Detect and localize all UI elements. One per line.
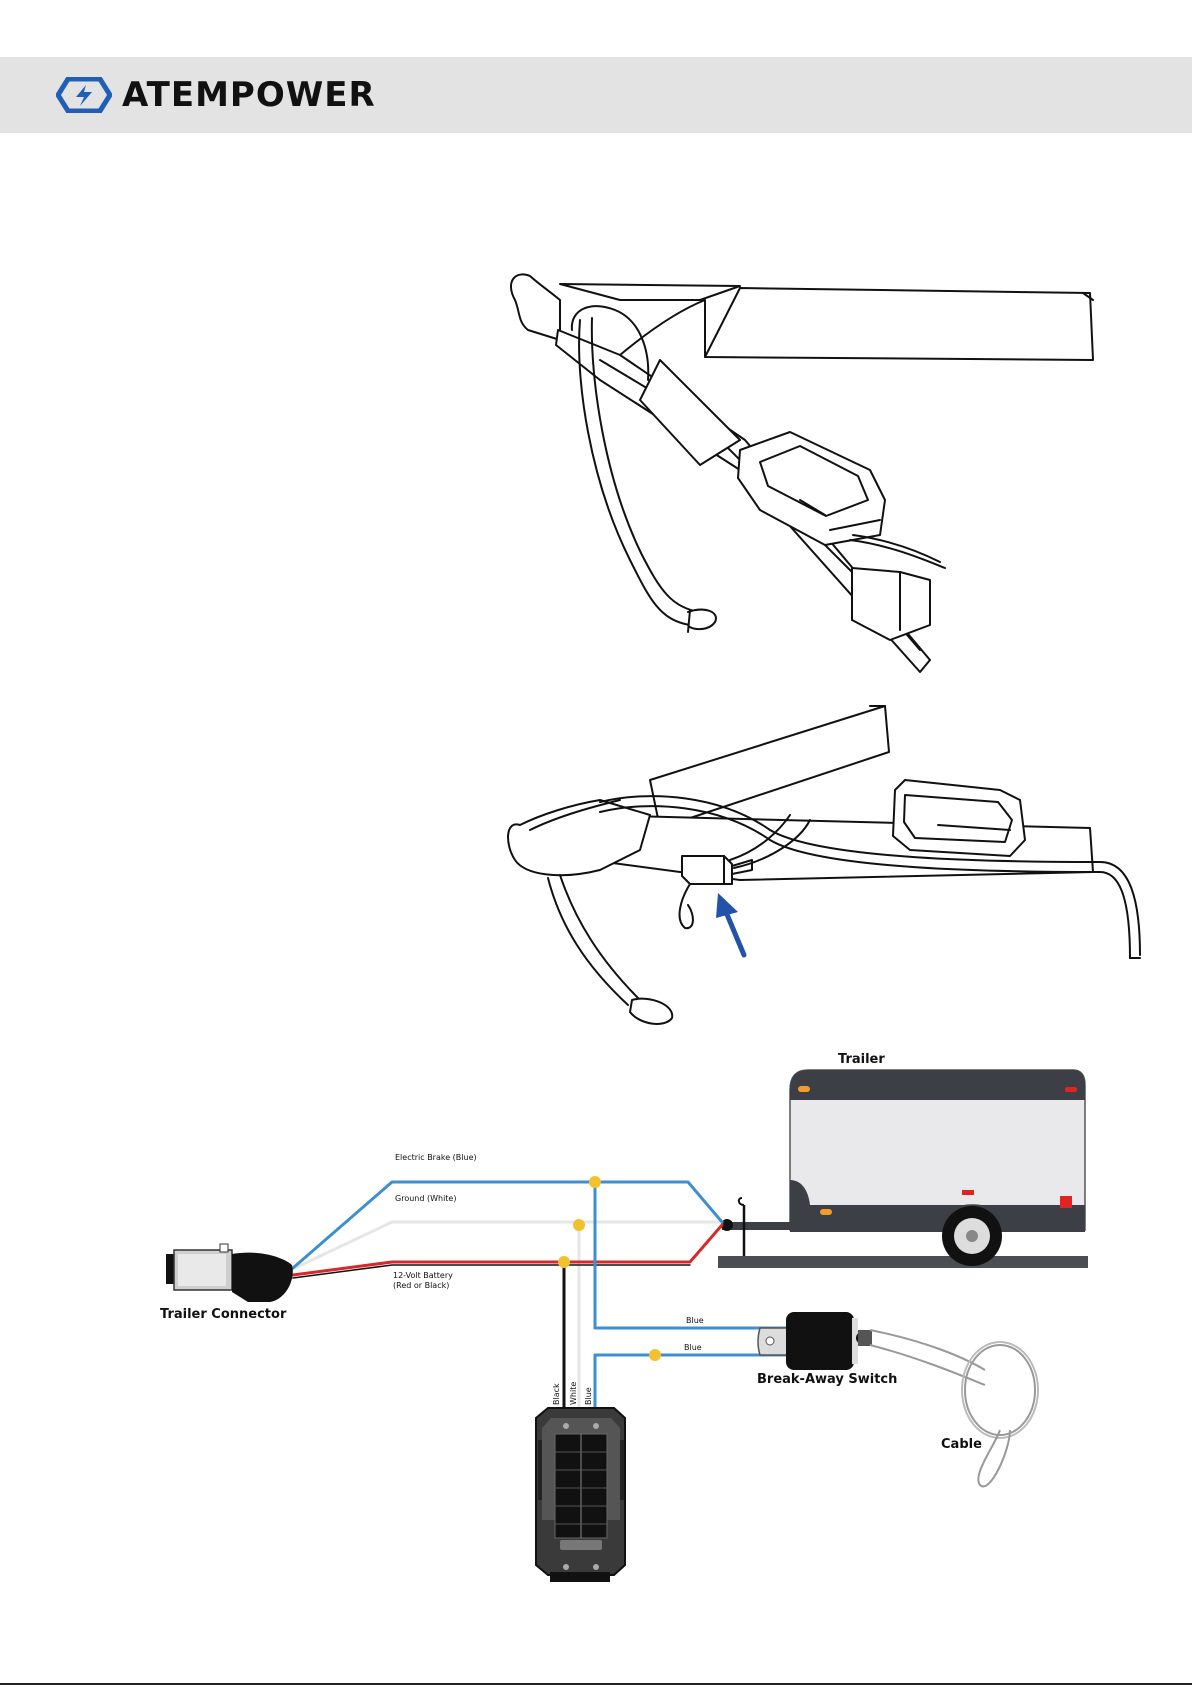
black-lead-label: Black [552, 1383, 561, 1405]
blue-lower-wire-label: Blue [684, 1343, 702, 1352]
trailer-connector-label: Trailer Connector [160, 1307, 287, 1322]
breakaway-switch-label: Break-Away Switch [757, 1372, 897, 1387]
connection-arrow-icon [716, 893, 744, 955]
junction-dot [558, 1256, 570, 1268]
wiring-diagram: Trailer Electric Brake (Blue) Ground (Wh… [160, 1052, 1088, 1582]
trailer-label: Trailer [838, 1052, 885, 1067]
cable-label: Cable [941, 1437, 982, 1452]
tongue-illustration-top [511, 274, 1093, 672]
electric-brake-wire-label: Electric Brake (Blue) [395, 1153, 477, 1162]
battery-wire-label: 12-Volt Battery [393, 1271, 453, 1280]
junction-dot [649, 1349, 661, 1361]
battery-wire-sublabel: (Red or Black) [393, 1281, 449, 1290]
junction-dot [573, 1219, 585, 1231]
blue-upper-wire-label: Blue [686, 1316, 704, 1325]
power-unit-graphic [536, 1408, 625, 1582]
trailer-connector-graphic [166, 1244, 293, 1302]
blue-lead-label: Blue [584, 1387, 593, 1405]
junction-dot [589, 1176, 601, 1188]
white-lead-label: White [569, 1382, 578, 1405]
ground-strip [718, 1256, 1088, 1268]
breakaway-switch-graphic [758, 1312, 1038, 1486]
trailer-graphic [721, 1070, 1085, 1266]
ground-wire-label: Ground (White) [395, 1194, 456, 1203]
tongue-illustration-middle [508, 706, 1140, 1024]
